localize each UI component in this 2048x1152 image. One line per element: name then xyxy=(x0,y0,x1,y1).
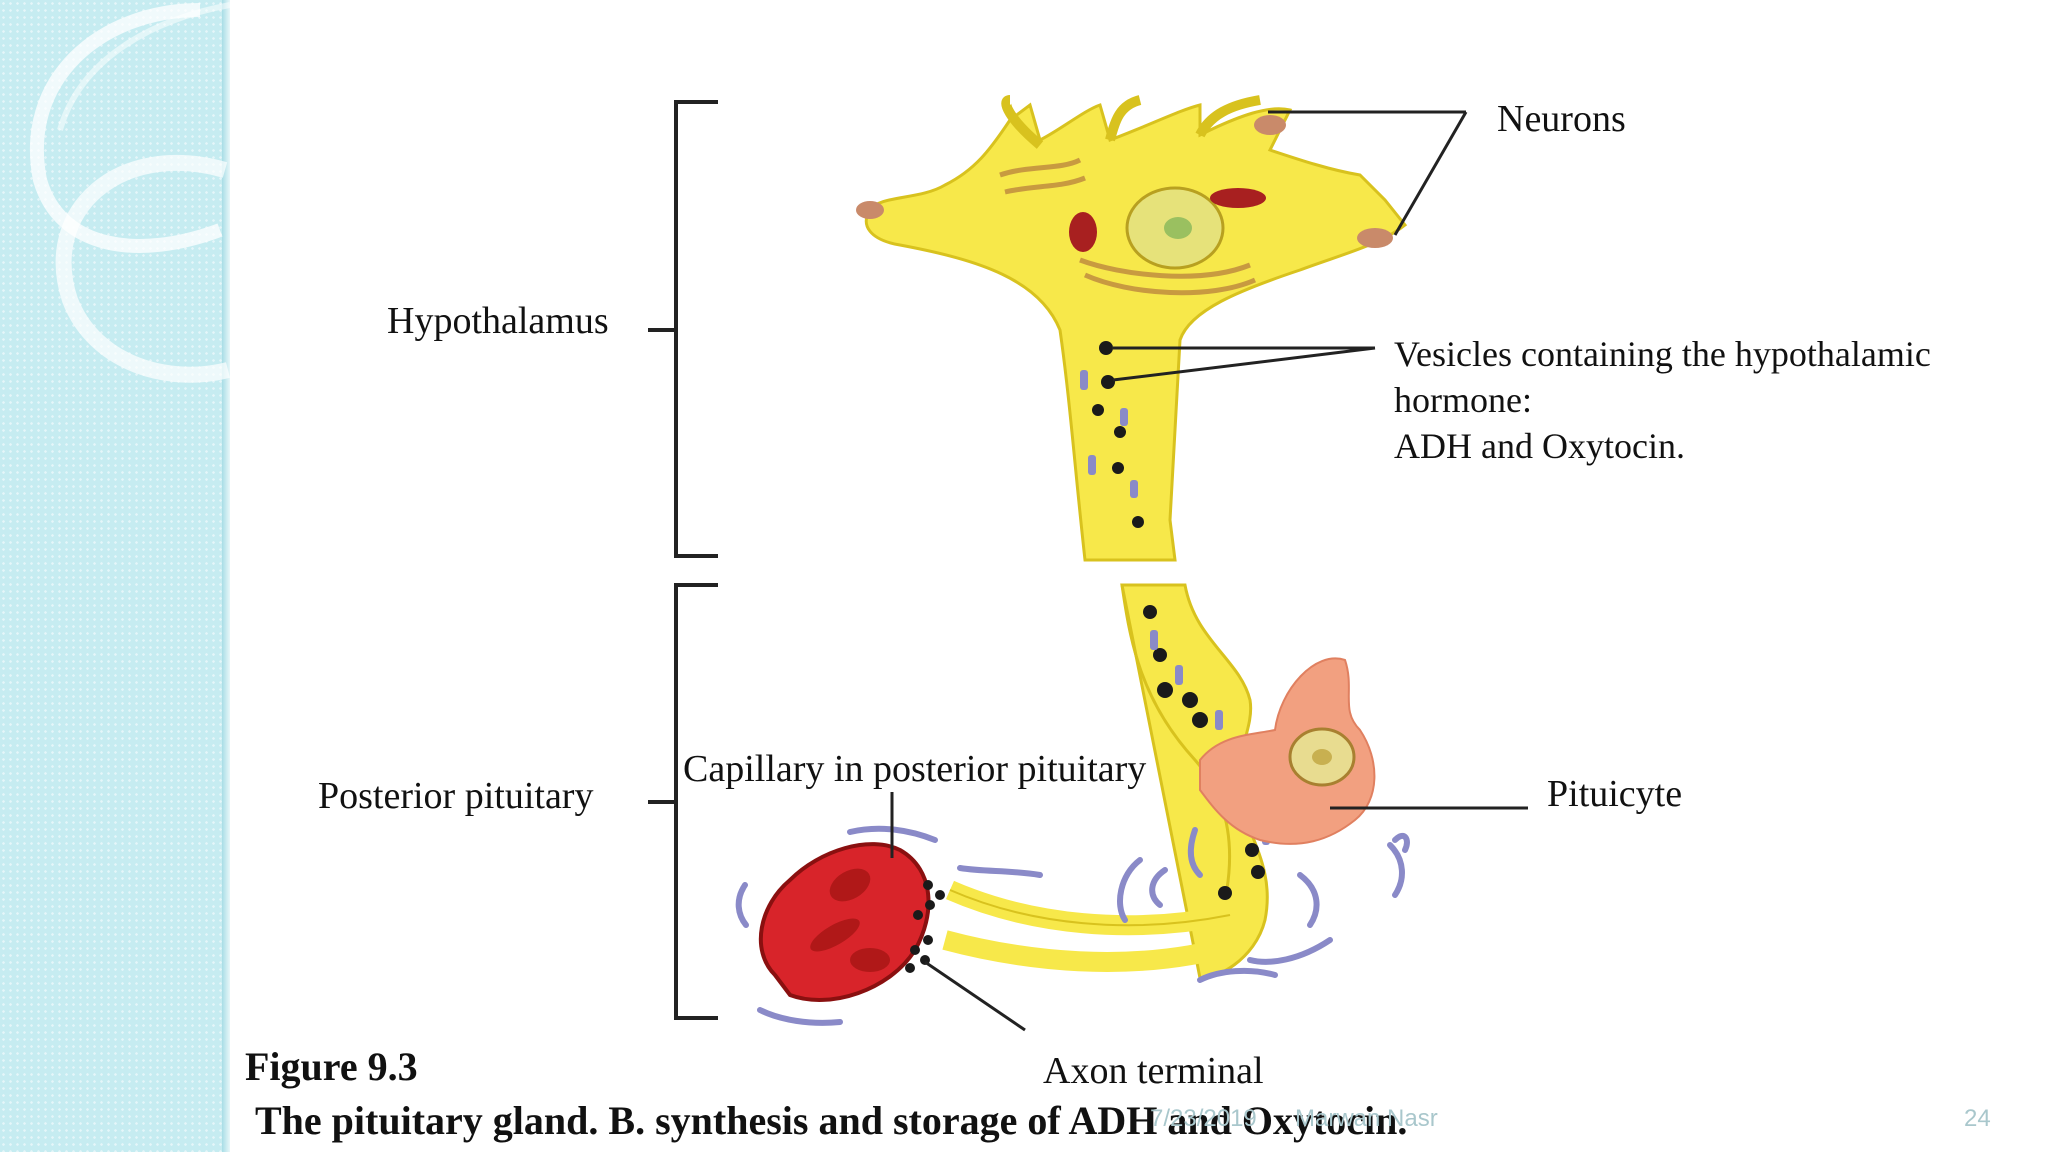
hypothalamus-bracket xyxy=(648,100,718,558)
pituicyte-cell xyxy=(1199,657,1376,845)
pituicyte-label: Pituicyte xyxy=(1547,773,1683,815)
posterior-pituitary-bracket xyxy=(648,583,718,1020)
footer-date: 7/23/2019 xyxy=(1150,1105,1257,1132)
vesicles-label-line3: ADH and Oxytocin. xyxy=(1394,426,1685,466)
leader-lines xyxy=(890,110,1528,1032)
capillary-label: Capillary in posterior pituitary xyxy=(683,748,1147,790)
capillary xyxy=(758,842,931,1002)
footer-author: Marwan Nasr xyxy=(1295,1105,1438,1132)
swirl-decoration xyxy=(29,2,230,383)
vesicles-label-line2: hormone: xyxy=(1394,380,1532,420)
vesicles-label-line1: Vesicles containing the hypothalamic xyxy=(1394,334,1931,374)
hypothalamus-label: Hypothalamus xyxy=(387,300,609,342)
neuron-cell-body xyxy=(856,95,1408,562)
axon-terminal-label: Axon terminal xyxy=(1043,1050,1264,1092)
vesicles xyxy=(1092,341,1265,900)
posterior-pituitary-label: Posterior pituitary xyxy=(318,775,594,817)
figure-number: Figure 9.3 xyxy=(245,1044,418,1089)
slide-number: 24 xyxy=(1964,1105,1991,1132)
sidebar-edge xyxy=(222,0,230,1152)
neurons-label: Neurons xyxy=(1497,98,1626,140)
neuron-axon xyxy=(942,583,1269,980)
figure-caption: The pituitary gland. B. synthesis and st… xyxy=(255,1098,1408,1143)
extracellular-dashes xyxy=(735,825,1410,1026)
axon-terminal-vesicles xyxy=(905,880,945,973)
